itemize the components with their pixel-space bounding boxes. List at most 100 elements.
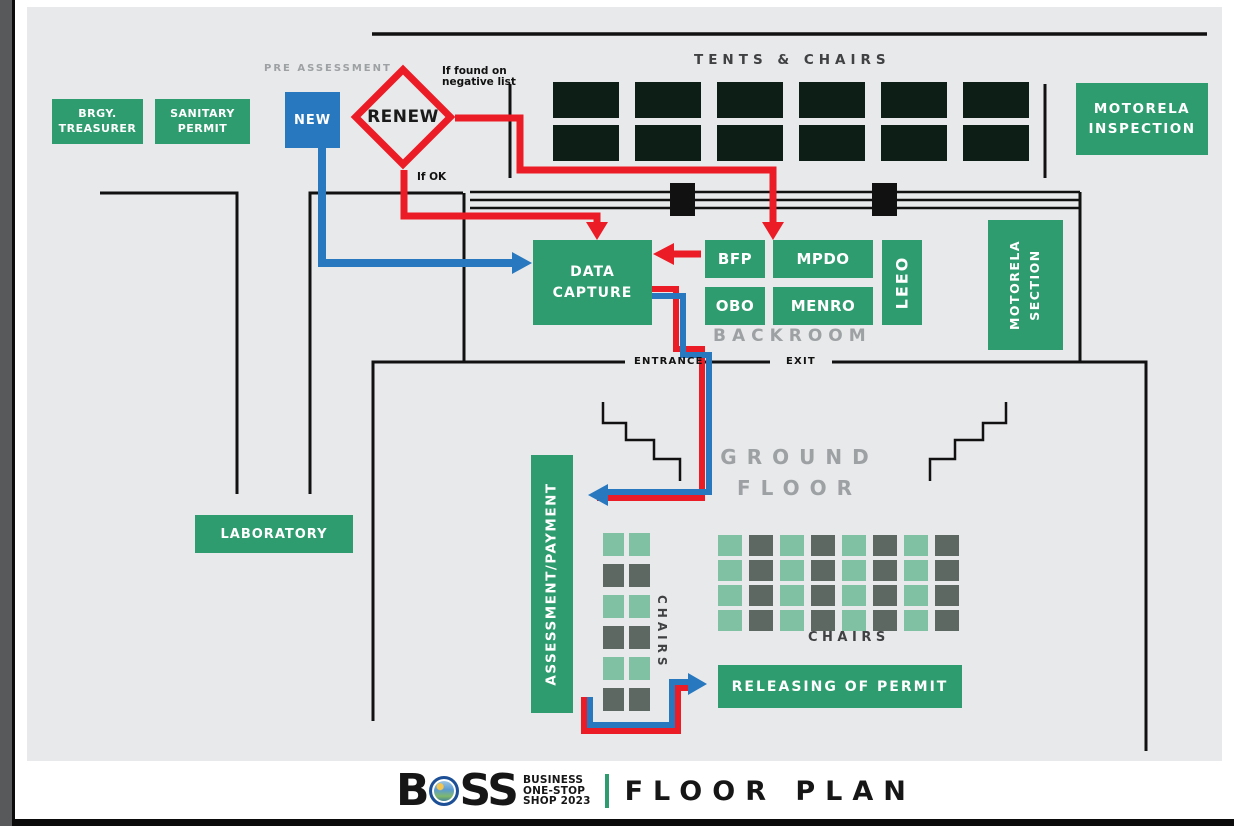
room-motorela-section-label: MOTORELA SECTION [1007, 239, 1043, 331]
tent-block [717, 82, 783, 118]
chair-seat [749, 560, 773, 581]
tents-grid [553, 82, 1097, 204]
chair-seat [904, 535, 928, 556]
boss-logo-wordmark: BUSINESS ONE-STOP SHOP 2023 [523, 775, 591, 807]
tent-block [799, 82, 865, 118]
chair-seat [780, 585, 804, 606]
window-left-border [0, 0, 12, 826]
room-laboratory: LABORATORY [195, 515, 353, 553]
boss-wordmark-line3: SHOP 2023 [522, 795, 591, 808]
boss-logo-seal-icon [428, 776, 459, 806]
chair-seat [904, 610, 928, 631]
footer-divider [604, 774, 609, 808]
chair-seat [904, 560, 928, 581]
chair-seat [811, 585, 835, 606]
chair-seat [629, 688, 650, 711]
tent-block [717, 125, 783, 161]
chair-seat [749, 585, 773, 606]
chair-seat [718, 535, 742, 556]
tent-block [635, 82, 701, 118]
chair-seat [718, 560, 742, 581]
chair-seat [629, 626, 650, 649]
tent-block [881, 82, 947, 118]
chair-seat [842, 610, 866, 631]
exit-label: EXIT [786, 356, 816, 367]
chair-seat [873, 535, 897, 556]
chairs-main-label: CHAIRS [808, 630, 890, 645]
chair-seat [873, 560, 897, 581]
tent-block [963, 125, 1029, 161]
chair-seat [842, 535, 866, 556]
room-motorela-section: MOTORELA SECTION [988, 220, 1063, 350]
tent-block [553, 82, 619, 118]
chair-seat [811, 610, 835, 631]
room-assessment-payment-label: ASSESSMENT/PAYMENT [544, 482, 561, 686]
flow-node-renew-label: RENEW [367, 107, 439, 127]
chair-seat [603, 626, 624, 649]
if-ok-label: If OK [417, 171, 447, 183]
room-data-capture: DATA CAPTURE [533, 240, 652, 325]
chair-seat [935, 535, 959, 556]
chair-seat [873, 585, 897, 606]
chair-seat [749, 610, 773, 631]
chair-seat [811, 535, 835, 556]
footer-title: FLOOR PLAN [624, 775, 916, 807]
chair-seat [935, 610, 959, 631]
chair-seat [780, 610, 804, 631]
backroom-label: BACKROOM [713, 326, 872, 346]
waiting-chairs-left-grid [603, 533, 650, 711]
waiting-chairs-main-grid [718, 535, 960, 631]
chairs-left-label-text: CHAIRS [655, 595, 669, 669]
room-leeo-label: LEEO [892, 255, 912, 310]
chair-seat [842, 585, 866, 606]
chair-seat [842, 560, 866, 581]
chair-seat [718, 610, 742, 631]
tent-block [963, 82, 1029, 118]
chair-seat [780, 535, 804, 556]
chair-seat [780, 560, 804, 581]
room-brgy-treasurer: BRGY. TREASURER [52, 99, 143, 144]
room-releasing-of-permit: RELEASING OF PERMIT [718, 665, 962, 708]
tent-block [553, 125, 619, 161]
chair-seat [629, 595, 650, 618]
chair-seat [935, 560, 959, 581]
room-bfp: BFP [705, 240, 765, 278]
chair-seat [749, 535, 773, 556]
footer-branding: B SS BUSINESS ONE-STOP SHOP 2023 FLOOR P… [396, 769, 916, 813]
chair-seat [873, 610, 897, 631]
room-motorela-inspection: MOTORELA INSPECTION [1076, 83, 1208, 155]
tent-block [635, 125, 701, 161]
chair-seat [603, 657, 624, 680]
room-obo: OBO [705, 287, 765, 325]
chair-seat [629, 533, 650, 556]
tent-block [799, 125, 865, 161]
chair-seat [718, 585, 742, 606]
ground-floor-label: GROUND FLOOR [720, 445, 879, 500]
chairs-left-label: CHAIRS [652, 568, 672, 669]
pre-assessment-label: PRE ASSESSMENT [264, 63, 392, 74]
flow-node-new: NEW [285, 92, 340, 148]
tents-chairs-label: TENTS & CHAIRS [694, 52, 891, 68]
chair-seat [811, 560, 835, 581]
boss-logo-letter-b: B [396, 765, 430, 816]
chair-seat [904, 585, 928, 606]
chair-seat [629, 657, 650, 680]
chair-seat [603, 564, 624, 587]
slide-bottom-edge-line [12, 819, 1234, 826]
room-mpdo: MPDO [773, 240, 873, 278]
slide-left-edge-line [12, 0, 15, 826]
room-sanitary-permit: SANITARY PERMIT [155, 99, 250, 144]
chair-seat [629, 564, 650, 587]
boss-wordmark-line1: BUSINESS [522, 774, 584, 787]
room-assessment-payment: ASSESSMENT/PAYMENT [531, 455, 573, 713]
chair-seat [603, 533, 624, 556]
boss-logo-letters-ss: SS [459, 765, 519, 816]
room-leeo: LEEO [882, 240, 922, 325]
chair-seat [603, 688, 624, 711]
room-menro: MENRO [773, 287, 873, 325]
entrance-label: ENTRANCE [634, 356, 704, 367]
chair-seat [603, 595, 624, 618]
chair-seat [935, 585, 959, 606]
if-found-negative-list-label: If found on negative list [442, 65, 516, 89]
boss-wordmark-line2: ONE-STOP [522, 784, 586, 797]
